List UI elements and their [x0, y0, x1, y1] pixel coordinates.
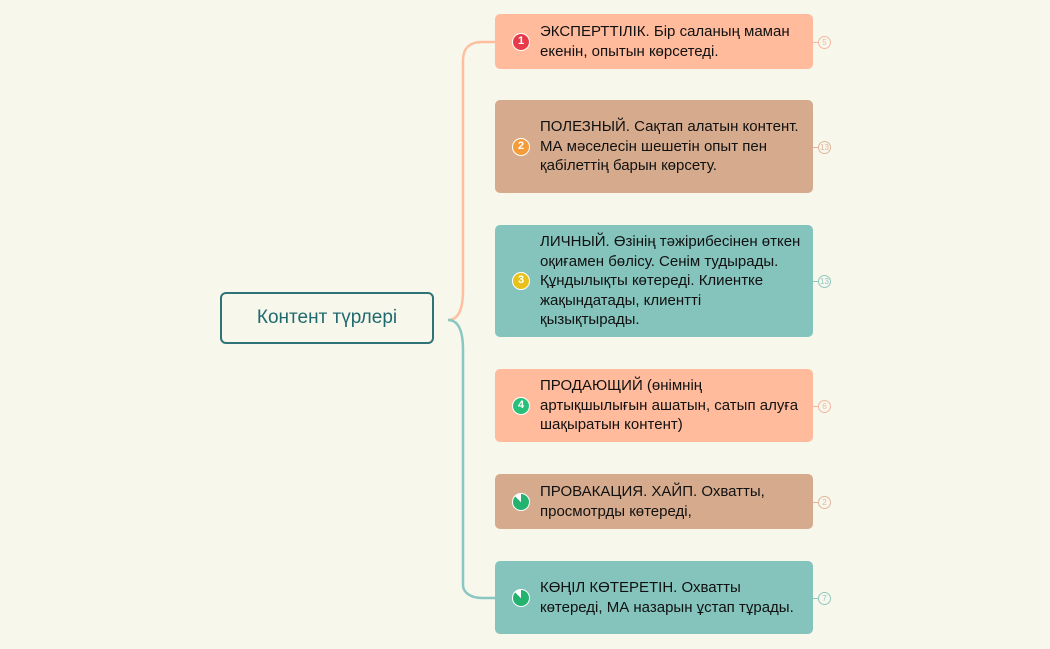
- topic-node[interactable]: КӨҢІЛ КӨТЕРЕТІН. Охватты көтереді, МА на…: [495, 561, 813, 634]
- collapsed-count-badge[interactable]: 2: [818, 495, 831, 509]
- collapsed-count-badge[interactable]: 6: [818, 399, 831, 413]
- topic-text: ЛИЧНЫЙ. Өзінің тәжірибесінен өткен оқиға…: [540, 233, 801, 329]
- root-topic[interactable]: Контент түрлері: [220, 292, 434, 344]
- branch-line-upper: [447, 40, 495, 322]
- badge-connector: [813, 146, 818, 148]
- progress-icon: [512, 492, 530, 511]
- badge-connector: [813, 281, 818, 282]
- topic-text: КӨҢІЛ КӨТЕРЕТІН. Охватты көтереді, МА на…: [540, 579, 794, 616]
- topic-text: ПРОВАКАЦИЯ. ХАЙП. Охватты, просмотрды кө…: [540, 483, 765, 520]
- topic-node[interactable]: 3 ЛИЧНЫЙ. Өзінің тәжірибесінен өткен оқиғ…: [495, 225, 813, 337]
- collapsed-count-badge[interactable]: 13: [818, 140, 831, 154]
- priority-1-icon: 1: [512, 32, 530, 51]
- topic-text: ПОЛЕЗНЫЙ. Сақтап алатын контент. МА мәсе…: [540, 118, 799, 175]
- collapsed-count-badge[interactable]: 5: [818, 35, 831, 49]
- topic-text: ПРОДАЮЩИЙ (өнімнің артықшылығын ашатын, …: [540, 377, 799, 434]
- topic-node[interactable]: ПРОВАКАЦИЯ. ХАЙП. Охватты, просмотрды кө…: [495, 474, 813, 529]
- priority-2-icon: 2: [512, 137, 530, 156]
- badge-connector: [813, 41, 818, 43]
- root-topic-label: Контент түрлері: [256, 307, 398, 328]
- collapsed-count-badge[interactable]: 7: [818, 591, 831, 605]
- collapsed-count-badge[interactable]: 13: [818, 275, 831, 288]
- topic-node[interactable]: 2 ПОЛЕЗНЫЙ. Сақтап алатын контент. МА мәс…: [495, 100, 813, 193]
- badge-connector: [813, 501, 818, 503]
- priority-4-icon: 4: [512, 396, 530, 415]
- topic-node[interactable]: 4 ПРОДАЮЩИЙ (өнімнің артықшылығын ашатын,…: [495, 369, 813, 442]
- priority-3-icon: 3: [512, 272, 530, 290]
- progress-icon: [512, 588, 530, 607]
- branch-line-lower: [447, 318, 495, 600]
- topic-node[interactable]: 1 ЭКСПЕРТТІЛІК. Бір саланың маман екенін,…: [495, 14, 813, 69]
- topic-text: ЭКСПЕРТТІЛІК. Бір саланың маман екенін, …: [540, 23, 790, 60]
- badge-connector: [813, 405, 818, 407]
- badge-connector: [813, 597, 818, 599]
